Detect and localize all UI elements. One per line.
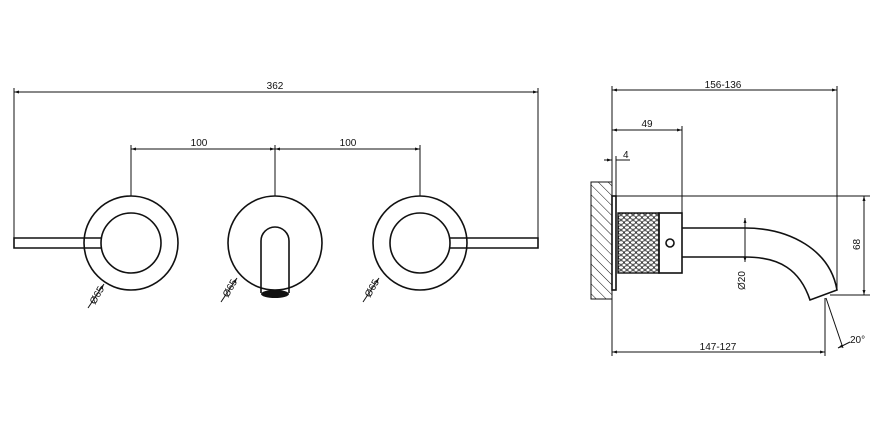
overall-width-label: 362 <box>267 81 284 92</box>
diameter-right-label: Ø65 <box>363 277 382 299</box>
center-spout <box>227 195 323 298</box>
height-label: 68 <box>852 238 863 250</box>
front-view: 362 100 100 Ø65 Ø65 Ø65 <box>13 81 539 309</box>
projection-label: 156-136 <box>705 80 742 91</box>
diameter-left-label: Ø65 <box>88 284 107 306</box>
spacing-right-label: 100 <box>340 138 357 149</box>
spout-reach-label: 147-127 <box>700 342 737 353</box>
diameter-center-label: Ø65 <box>221 277 240 299</box>
side-view: 156-136 49 4 68 Ø20 147-127 20° <box>590 80 870 356</box>
left-handle <box>13 195 179 291</box>
spout-angle-label: 20° <box>850 335 865 346</box>
right-handle <box>372 195 539 291</box>
spacing-left-label: 100 <box>191 138 208 149</box>
plate-thickness-label: 4 <box>623 150 629 161</box>
spout-diameter-label: Ø20 <box>737 271 748 290</box>
knurled-handle <box>617 212 660 274</box>
wall-plate <box>611 195 617 291</box>
spout-profile <box>682 227 838 302</box>
body-depth-label: 49 <box>641 119 653 130</box>
wall-section <box>590 181 613 300</box>
